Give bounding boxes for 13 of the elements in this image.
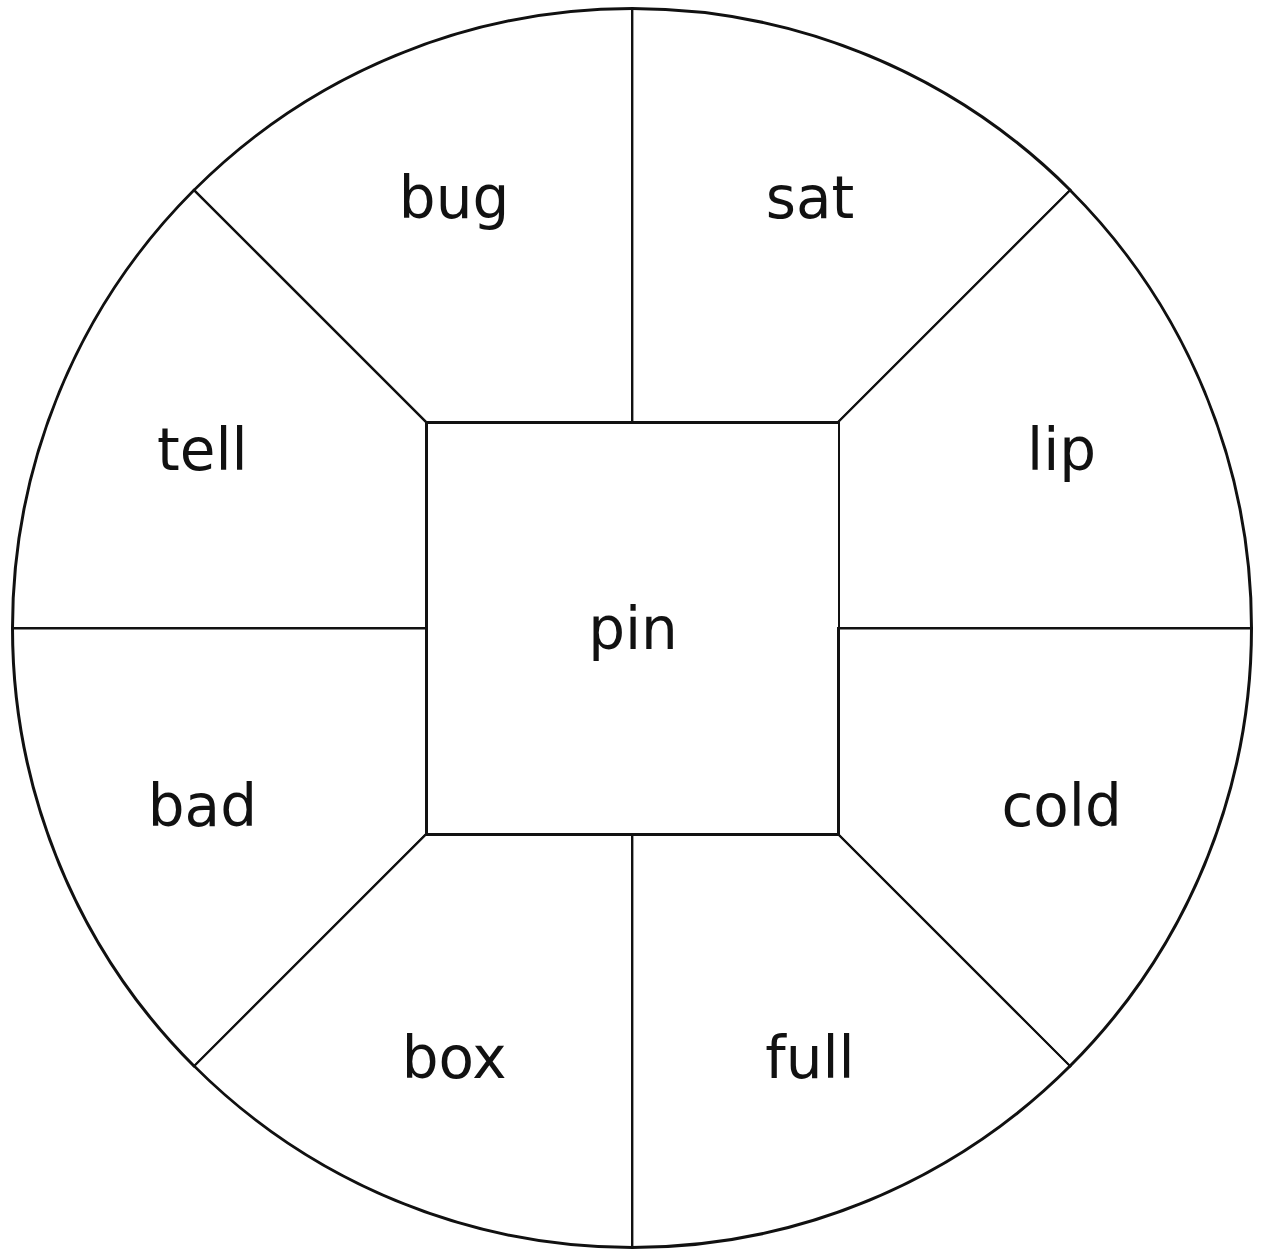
center-square bbox=[426, 422, 840, 836]
word: cold bbox=[1001, 776, 1122, 835]
word: bad bbox=[147, 776, 257, 835]
word: lip bbox=[1027, 421, 1097, 480]
wheel-sector bbox=[632, 834, 1071, 1248]
word: tell bbox=[157, 421, 248, 480]
word: full bbox=[765, 1028, 855, 1087]
word: sat bbox=[765, 169, 855, 228]
word: bug bbox=[398, 169, 510, 228]
wheel-sector bbox=[193, 8, 632, 422]
wheel-sector bbox=[193, 834, 632, 1248]
word: box bbox=[401, 1028, 507, 1087]
wheel-sector bbox=[632, 8, 1071, 422]
